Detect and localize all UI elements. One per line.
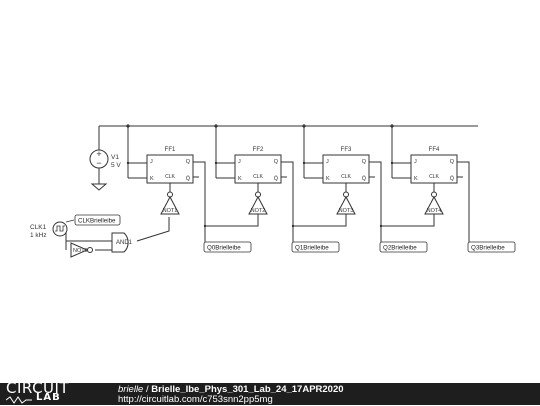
ff4-label: FF4 bbox=[429, 147, 440, 153]
circuit-title: Brielle_Ibe_Phys_301_Lab_24_17APR2020 bbox=[151, 384, 344, 395]
clock-probe-box bbox=[74, 214, 121, 226]
ff3-not-label: NOT3 bbox=[339, 208, 354, 214]
ff3-clock-feed bbox=[293, 214, 347, 227]
ff3-j-junction bbox=[302, 161, 306, 165]
ff4-not-label: NOT4 bbox=[427, 208, 442, 214]
clock-frequency: 1 kHz bbox=[30, 232, 47, 239]
v1-minus-icon: − bbox=[96, 158, 101, 168]
logo-text-bottom: LAB bbox=[36, 392, 61, 403]
ff3-pin-qbar: Q̄ bbox=[362, 175, 367, 182]
ff1-pin-q: Q bbox=[186, 159, 191, 165]
ff3-rail-junction bbox=[302, 124, 306, 128]
credit-separator: / bbox=[143, 384, 152, 395]
ff2-clock-feed bbox=[205, 214, 259, 227]
ff1-probe-box bbox=[203, 241, 252, 253]
clock-name: CLK1 bbox=[30, 224, 47, 231]
v1-name: V1 bbox=[111, 154, 119, 161]
ff1-q-wire bbox=[193, 161, 206, 247]
ff2-rail-junction bbox=[214, 124, 218, 128]
ff4-j-junction bbox=[390, 161, 394, 165]
v1-value: 5 V bbox=[111, 162, 121, 169]
clock-probe-leader bbox=[65, 219, 75, 223]
ff3-q-wire bbox=[369, 161, 382, 247]
ff4-pin-j: J bbox=[414, 159, 417, 165]
not0-bubble bbox=[87, 247, 93, 253]
ff1-rail-junction bbox=[126, 124, 130, 128]
ff4-rail-junction bbox=[390, 124, 394, 128]
ff2-q-wire bbox=[281, 161, 294, 247]
v1-source-symbol bbox=[89, 149, 109, 169]
footer-bar: CIRCUIT LAB brielle / Brielle_Ibe_Phys_3… bbox=[0, 380, 540, 406]
and1-out-wire bbox=[136, 217, 170, 242]
ff4-clock-feed bbox=[381, 214, 435, 227]
not0-label: NOT0 bbox=[73, 248, 88, 254]
ff4-pin-q: Q bbox=[450, 159, 455, 165]
logo-text-top: CIRCUIT bbox=[6, 379, 70, 397]
ff4-box bbox=[410, 154, 458, 184]
ff3-feed-junction bbox=[291, 224, 295, 228]
ff2-pin-j: J bbox=[238, 159, 241, 165]
ff3-jk-wire bbox=[303, 126, 323, 179]
ff1-label: FF1 bbox=[165, 147, 176, 153]
ff4-pin-qbar: Q̄ bbox=[450, 175, 455, 182]
circuitlab-logo: CIRCUIT LAB bbox=[6, 380, 116, 406]
ff2-probe-label: Q1Brielleibe bbox=[295, 245, 329, 252]
ff4-probe-box bbox=[467, 241, 516, 253]
ff2-not-label: NOT2 bbox=[251, 208, 266, 214]
ff2-pin-q: Q bbox=[274, 159, 279, 165]
ff1-pin-j: J bbox=[150, 159, 153, 165]
logo-wave-icon bbox=[6, 396, 32, 404]
ff3-pin-q: Q bbox=[362, 159, 367, 165]
ff1-not-label: NOT1 bbox=[163, 208, 178, 214]
ff3-probe-box bbox=[379, 241, 428, 253]
and1-gate-symbol bbox=[111, 232, 129, 253]
schematic: + − V1 5 V CLK1 1 kHz CLKBrielleibe NOT0… bbox=[30, 124, 516, 258]
ff2-probe-box bbox=[291, 241, 340, 253]
ff3-pin-j: J bbox=[326, 159, 329, 165]
ff4-pin-clk: CLK bbox=[429, 174, 439, 180]
ff2-j-junction bbox=[214, 161, 218, 165]
ff2-pin-k: K bbox=[238, 176, 242, 182]
not0-gate-symbol bbox=[70, 242, 89, 258]
ff4-feed-junction bbox=[379, 224, 383, 228]
ff2-pin-qbar: Q̄ bbox=[274, 175, 279, 182]
ff2-feed-junction bbox=[203, 224, 207, 228]
ff2-jk-wire bbox=[215, 126, 235, 179]
clock-probe-label: CLKBrielleibe bbox=[78, 218, 116, 225]
ff4-probe-label: Q3Brielleibe bbox=[471, 245, 505, 252]
ff1-j-junction bbox=[126, 161, 130, 165]
ff4-pin-k: K bbox=[414, 176, 418, 182]
ff1-probe-label: Q0Brielleibe bbox=[207, 245, 241, 252]
circuit-url[interactable]: http://circuitlab.com/c753snn2pp5mg bbox=[118, 394, 273, 405]
ff3-probe-label: Q2Brielleibe bbox=[383, 245, 417, 252]
ff1-pin-k: K bbox=[150, 176, 154, 182]
ff4-jk-wire bbox=[391, 126, 411, 179]
circuit-credit: brielle / Brielle_Ibe_Phys_301_Lab_24_17… bbox=[118, 384, 344, 395]
ff3-label: FF3 bbox=[341, 147, 352, 153]
author-link[interactable]: brielle bbox=[118, 384, 144, 395]
ground-symbol bbox=[90, 183, 108, 191]
ff1-pin-clk: CLK bbox=[165, 174, 175, 180]
ff4-q-wire bbox=[457, 161, 470, 247]
ff3-pin-k: K bbox=[326, 176, 330, 182]
ff1-not-gate-symbol bbox=[160, 195, 180, 215]
ff3-pin-clk: CLK bbox=[341, 174, 351, 180]
v1-plus-icon: + bbox=[96, 149, 101, 159]
square-wave-icon bbox=[55, 225, 65, 232]
ff1-pin-qbar: Q̄ bbox=[186, 175, 191, 182]
ff2-label: FF2 bbox=[253, 147, 264, 153]
ff2-pin-clk: CLK bbox=[253, 174, 263, 180]
ff1-jk-wire bbox=[127, 126, 147, 179]
and1-label: AND1 bbox=[116, 240, 133, 246]
